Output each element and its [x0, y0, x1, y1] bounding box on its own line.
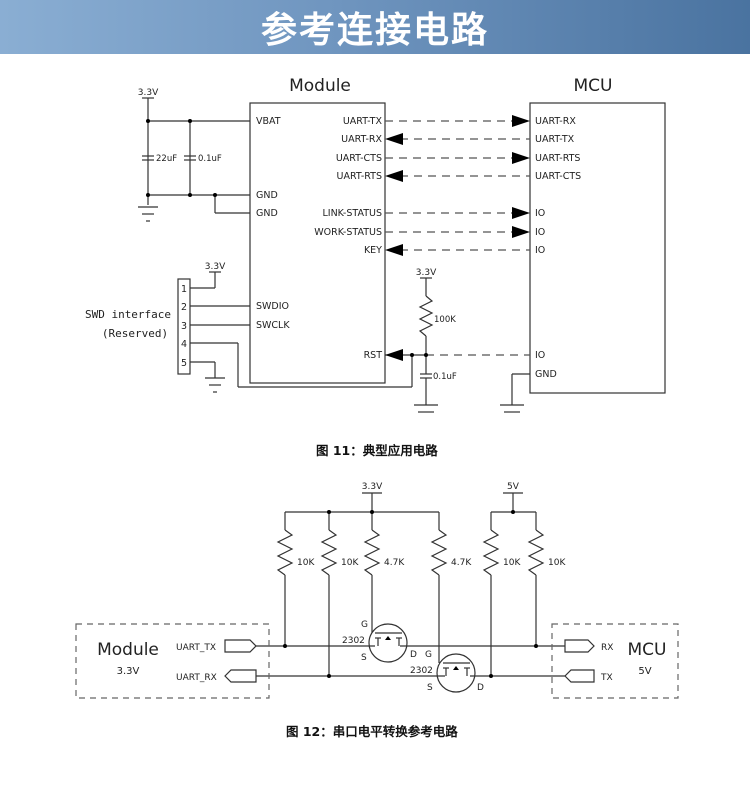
pin-rst: RST — [364, 350, 383, 361]
resistor-label: 4.7K — [451, 558, 472, 568]
mosfet-arrow-icon — [385, 636, 391, 640]
mcu-box-title: MCU — [628, 640, 667, 660]
swd-pin-number: 5 — [181, 358, 187, 369]
pin-swclk: SWCLK — [256, 320, 290, 331]
cap-22uf-label: 22uF — [156, 154, 177, 164]
mosfet-2302 — [436, 653, 476, 693]
rail-3v3-label: 3.3V — [362, 482, 383, 492]
swd-pin-number: 2 — [181, 302, 187, 313]
pin-vbat: VBAT — [256, 116, 281, 127]
pin-uart-cts: UART-CTS — [336, 153, 382, 164]
swd-header — [177, 278, 191, 375]
module-title: Module — [289, 76, 351, 96]
pin-swdio: SWDIO — [256, 301, 289, 312]
pin-gnd: GND — [256, 208, 278, 219]
mcu-title: MCU — [574, 76, 613, 96]
mcu-pin-io: IO — [535, 208, 545, 219]
cap-01uf-label: 0.1uF — [198, 154, 222, 164]
swd-reserved-label: (Reserved) — [102, 327, 168, 340]
pin-gnd: GND — [256, 190, 278, 201]
pin-uart-rx: UART-RX — [341, 134, 382, 145]
pin-uart-tx: UART-TX — [343, 116, 383, 127]
mcu-dashed-box — [551, 623, 679, 699]
port-label-uart-tx: UART_TX — [176, 643, 216, 653]
pin-uart-rts: UART-RTS — [337, 171, 382, 182]
arrow-left-icon — [385, 170, 403, 182]
swd-pin-number: 1 — [181, 284, 187, 295]
resistor-label: 4.7K — [384, 558, 405, 568]
resistor-10k — [527, 512, 545, 646]
mcu-pin-uart-tx: UART-TX — [535, 134, 575, 145]
rail-5v-label: 5V — [507, 482, 520, 492]
page-header: 参考连接电路 — [0, 0, 750, 54]
port-mcu-rx — [564, 639, 595, 653]
resistor-10k — [482, 512, 500, 676]
resistor-label: 10K — [297, 558, 315, 568]
power-label: 3.3V — [138, 88, 159, 98]
pin-work-status: WORK-STATUS — [314, 227, 382, 238]
mosfet2-source: S — [427, 683, 433, 693]
resistor-4-7k — [430, 512, 448, 660]
arrow-left-icon — [385, 244, 403, 256]
arrow-left-icon — [385, 133, 403, 145]
mosfet1-part: 2302 — [342, 636, 365, 646]
port-uart-tx — [224, 639, 257, 653]
rst-cap-label: 0.1uF — [433, 372, 457, 382]
arrow-right-icon — [512, 226, 530, 238]
mosfet-arrow-icon — [453, 666, 459, 670]
mcu-box-voltage: 5V — [638, 666, 651, 677]
mosfet1-source: S — [361, 653, 367, 663]
module-block — [249, 102, 386, 384]
resistor-4-7k — [363, 512, 381, 630]
mcu-pin-io: IO — [535, 350, 545, 361]
port-mcu-tx — [564, 669, 595, 683]
mosfet1-drain: D — [410, 650, 417, 660]
arrow-right-icon — [512, 115, 530, 127]
port-uart-rx — [224, 669, 257, 683]
pin-link-status: LINK-STATUS — [322, 208, 382, 219]
page-title: 参考连接电路 — [260, 10, 489, 51]
figure-11-caption: 图 11：典型应用电路 — [316, 443, 438, 458]
mcu-pin-uart-cts: UART-CTS — [535, 171, 581, 182]
mosfet1-gate: G — [361, 620, 368, 630]
mosfet2-part: 2302 — [410, 666, 433, 676]
module-box-title: Module — [97, 640, 159, 660]
figure-12-caption: 图 12：串口电平转换参考电路 — [286, 724, 458, 739]
mcu-pin-io: IO — [535, 245, 545, 256]
arrow-left-icon — [385, 349, 403, 361]
swd-power-label: 3.3V — [205, 262, 226, 272]
arrow-right-icon — [512, 152, 530, 164]
resistor-label: 10K — [503, 558, 521, 568]
module-box-voltage: 3.3V — [117, 666, 140, 677]
mcu-pin-io: IO — [535, 227, 545, 238]
mcu-block — [529, 102, 666, 394]
mosfet2-gate: G — [425, 650, 432, 660]
mosfet2-drain: D — [477, 683, 484, 693]
port-label-tx: TX — [600, 673, 613, 683]
mosfet-2302 — [368, 623, 408, 663]
resistor-10k — [320, 512, 338, 676]
port-label-rx: RX — [601, 643, 613, 653]
resistor-label: 10K — [548, 558, 566, 568]
swd-pin-number: 4 — [181, 339, 187, 350]
resistor-label: 10K — [341, 558, 359, 568]
pin-key: KEY — [364, 245, 382, 256]
rst-power-label: 3.3V — [416, 268, 437, 278]
module-dashed-box — [75, 623, 270, 699]
mcu-pin-uart-rts: UART-RTS — [535, 153, 580, 164]
rst-resistor-label: 100K — [434, 315, 456, 325]
mcu-pin-uart-rx: UART-RX — [535, 116, 576, 127]
resistor-10k — [276, 512, 294, 646]
port-label-uart-rx: UART_RX — [176, 673, 217, 683]
swd-interface-label: SWD interface — [85, 308, 171, 321]
swd-pin-number: 3 — [181, 321, 187, 332]
arrow-right-icon — [512, 207, 530, 219]
mcu-pin-gnd: GND — [535, 369, 557, 380]
